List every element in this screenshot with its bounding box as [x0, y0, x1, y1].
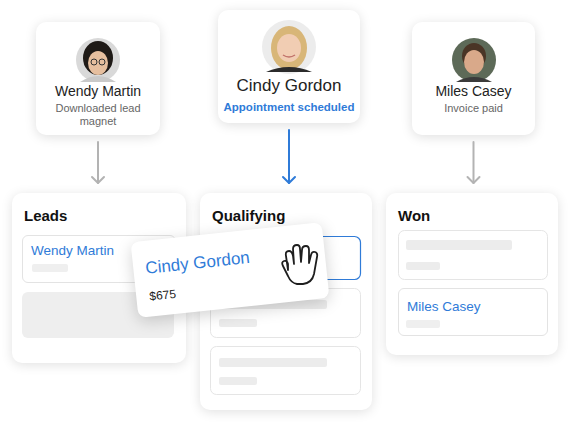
- arrow-line: [97, 142, 99, 183]
- deal-name: Cindy Gordon: [144, 241, 315, 279]
- placeholder-bar: [32, 264, 68, 272]
- placeholder-card: [22, 292, 174, 338]
- deal-card: Miles Casey: [398, 288, 548, 336]
- contact-name: Miles Casey: [412, 83, 535, 100]
- arrow-line: [288, 130, 290, 183]
- placeholder-bar: [219, 319, 257, 327]
- avatar-bg: [76, 38, 120, 82]
- event-label: Invoice paid: [412, 102, 535, 115]
- avatar-hair: [462, 43, 486, 69]
- event-card: Miles CaseyInvoice paid: [412, 22, 535, 135]
- column-title: Won: [398, 207, 548, 225]
- pipeline-column: WonMiles Casey: [386, 193, 558, 355]
- avatar-hair: [83, 41, 113, 75]
- arrow-head: [468, 177, 480, 183]
- flow-arrow: [468, 142, 480, 183]
- avatar-shoulders: [266, 67, 312, 72]
- flow-arrow: [92, 142, 104, 183]
- avatar-face: [464, 50, 484, 74]
- column-title: Leads: [24, 207, 174, 225]
- event-label: Appointment scheduled: [218, 101, 360, 115]
- placeholder-card: [211, 347, 361, 395]
- contact-name: Cindy Gordon: [218, 76, 360, 96]
- placeholder-bar: [219, 358, 327, 367]
- arrow-head: [283, 177, 295, 183]
- contact-name: Wendy Martin: [36, 83, 160, 100]
- avatar-hair: [271, 26, 307, 70]
- arrow-head: [92, 177, 104, 183]
- avatar: [452, 38, 496, 82]
- column-title: Qualifying: [212, 207, 362, 225]
- deal-name: Miles Casey: [407, 299, 543, 315]
- event-card: Wendy MartinDownloaded lead magnet: [36, 22, 160, 135]
- placeholder-bar: [406, 320, 440, 328]
- deal-value: $675: [149, 279, 250, 304]
- flow-arrow: [283, 130, 295, 183]
- avatar-bg: [262, 20, 316, 74]
- placeholder-bar: [219, 300, 327, 309]
- placeholder-bar: [406, 240, 512, 250]
- placeholder-card: [399, 231, 548, 280]
- grab-cursor: [282, 245, 317, 284]
- event-card: Cindy GordonAppointment scheduled: [218, 10, 360, 123]
- arrow-line: [473, 142, 475, 183]
- avatar-glasses: [91, 59, 97, 65]
- avatar-shoulders: [456, 77, 492, 82]
- avatar: [76, 38, 120, 82]
- placeholder-bar: [406, 262, 440, 270]
- drop-zone: [211, 237, 361, 280]
- avatar-shoulders: [80, 76, 116, 82]
- event-label: Downloaded lead magnet: [53, 102, 143, 128]
- avatar-face: [88, 51, 108, 75]
- avatar-bg: [452, 38, 496, 82]
- placeholder-bar: [219, 377, 257, 385]
- placeholder-card: [211, 289, 361, 338]
- avatar-face: [277, 34, 301, 62]
- avatar-smile: [283, 55, 295, 57]
- avatar-glasses: [99, 59, 105, 65]
- avatar: [262, 20, 316, 74]
